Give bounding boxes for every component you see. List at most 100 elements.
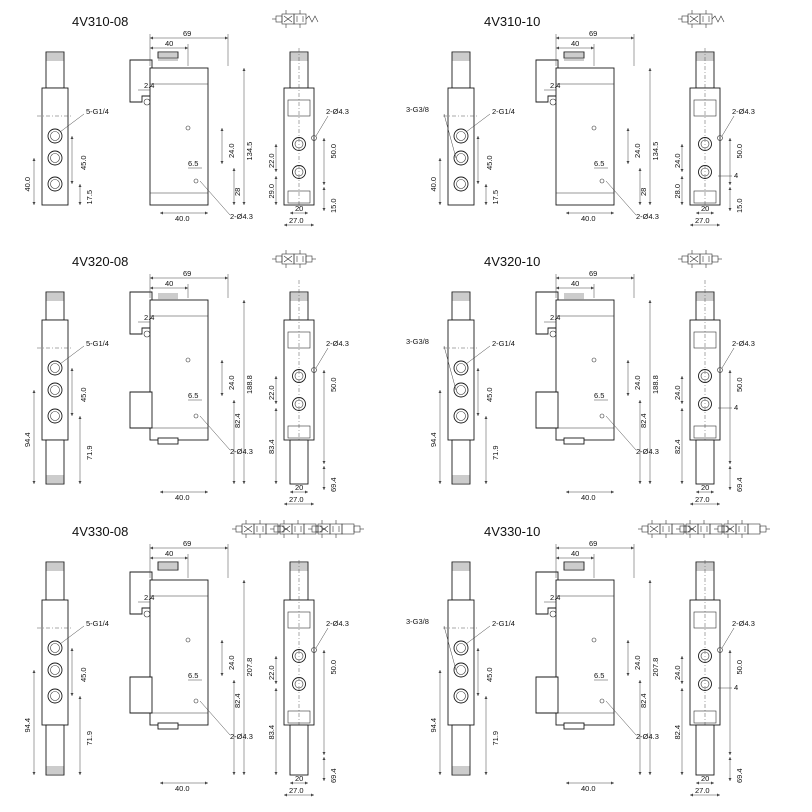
- dimension-label: 3-G3/8: [406, 105, 429, 114]
- dimension-label: 50.0: [329, 660, 338, 675]
- dimension-label: 2-G1/4: [492, 619, 515, 628]
- dimension-label: 2.4: [550, 593, 560, 602]
- port-circle: [47, 408, 63, 424]
- dimension-label: 45.0: [485, 667, 494, 682]
- dimension-label: 6.5: [594, 671, 604, 680]
- din-connector: [129, 391, 153, 429]
- port-circle: [453, 150, 469, 166]
- dimension-label: 69: [589, 29, 597, 38]
- dimension-label: 6.5: [594, 391, 604, 400]
- dimension-label: 2-Ø4.3: [326, 619, 349, 628]
- din-connector: [535, 59, 559, 103]
- mount-hole: [599, 698, 605, 704]
- port-circle: [453, 408, 469, 424]
- mount-hole: [193, 698, 199, 704]
- dimension-label: 40.0: [581, 784, 596, 793]
- dimension-label: 5-G1/4: [86, 619, 109, 628]
- dimension-label: 71.9: [491, 445, 500, 460]
- dimension-label: 4: [734, 683, 738, 692]
- dimension-label: 2-Ø4.3: [636, 732, 659, 741]
- pneumatic-valve-symbol-icon: [676, 520, 732, 538]
- dimension-label: 83.4: [267, 725, 276, 740]
- dimension-label: 40: [571, 39, 579, 48]
- dimension-label: 50.0: [735, 660, 744, 675]
- dimension-label: 82.4: [639, 693, 648, 708]
- dimension-label: 50.0: [735, 144, 744, 159]
- dimension-label: 27.0: [289, 216, 304, 225]
- solenoid-coil: [289, 439, 309, 485]
- dimension-label: 27.0: [695, 216, 710, 225]
- mount-hole: [591, 125, 597, 131]
- dimension-label: 2.4: [144, 593, 154, 602]
- dimension-label: 40: [571, 549, 579, 558]
- dimension-label: 28.0: [673, 184, 682, 199]
- pneumatic-valve-symbol-icon: [678, 10, 725, 28]
- dimension-label: 2.4: [550, 313, 560, 322]
- dimension-label: 4V330-08: [72, 524, 128, 539]
- dimension-label: 40: [165, 279, 173, 288]
- dimension-label: 29.0: [267, 184, 276, 199]
- dimension-label: 2-G1/4: [492, 339, 515, 348]
- din-connector: [535, 291, 559, 335]
- dimension-label: 20: [701, 204, 709, 213]
- dimension-label: 71.9: [85, 731, 94, 746]
- dimension-label: 71.9: [85, 445, 94, 460]
- dimension-label: 69: [183, 539, 191, 548]
- port-circle: [47, 360, 63, 376]
- dimension-label: 69.4: [735, 477, 744, 492]
- port-circle: [453, 360, 469, 376]
- mount-hole: [717, 135, 723, 141]
- dimension-label: 4V330-10: [484, 524, 540, 539]
- dimension-label: 24.0: [673, 153, 682, 168]
- panel-4v320-10: 4V320-102-G1/43-G3/845.094.471.9694040.0…: [406, 250, 755, 506]
- dimension-label: 5-G1/4: [86, 107, 109, 116]
- dimension-label: 83.4: [267, 439, 276, 454]
- dimension-label: 5-G1/4: [86, 339, 109, 348]
- dimension-label: 94.4: [429, 432, 438, 447]
- dimension-label: 71.9: [491, 731, 500, 746]
- dimension-label: 2-G1/4: [492, 107, 515, 116]
- dimension-label: 82.4: [233, 413, 242, 428]
- dimension-label: 82.4: [233, 693, 242, 708]
- solenoid-coil: [289, 724, 309, 776]
- dimension-label: 207.8: [651, 658, 660, 677]
- dimension-label: 22.0: [267, 385, 276, 400]
- dimension-label: 134.5: [245, 142, 254, 161]
- mount-hole: [591, 637, 597, 643]
- dimension-label: 40.0: [581, 214, 596, 223]
- dimension-label: 22.0: [267, 153, 276, 168]
- pneumatic-valve-symbol-icon: [714, 520, 770, 538]
- dimension-label: 24.0: [633, 143, 642, 158]
- valve-body-side: [447, 87, 475, 206]
- mount-hole: [599, 413, 605, 419]
- dimension-label: 69: [589, 539, 597, 548]
- port-circle: [47, 150, 63, 166]
- dimension-label: 28: [233, 188, 242, 196]
- dimension-label: 27.0: [289, 495, 304, 504]
- mount-hole: [185, 125, 191, 131]
- dimension-label: 27.0: [695, 495, 710, 504]
- pneumatic-valve-symbol-icon: [232, 520, 288, 538]
- dimension-label: 6.5: [594, 159, 604, 168]
- mount-hole: [311, 647, 317, 653]
- dimension-label: 94.4: [23, 718, 32, 733]
- mount-hole: [717, 367, 723, 373]
- valve-body-side: [447, 599, 475, 726]
- solenoid-coil: [695, 439, 715, 485]
- solenoid-coil: [695, 724, 715, 776]
- dimension-label: 6.5: [188, 391, 198, 400]
- dimension-label: 2-Ø4.3: [230, 732, 253, 741]
- pneumatic-valve-symbol-icon: [272, 250, 316, 268]
- dimension-label: 20: [295, 774, 303, 783]
- dimension-label: 40.0: [429, 177, 438, 192]
- dimension-label: 24.0: [227, 655, 236, 670]
- dimension-label: 3-G3/8: [406, 617, 429, 626]
- dimension-label: 40.0: [581, 493, 596, 502]
- dimension-label: 24.0: [227, 143, 236, 158]
- dimension-label: 50.0: [329, 377, 338, 392]
- dimension-label: 2-Ø4.3: [732, 619, 755, 628]
- mount-hole: [311, 135, 317, 141]
- dimension-label: 45.0: [485, 155, 494, 170]
- dimension-label: 40.0: [175, 784, 190, 793]
- port-circle: [453, 382, 469, 398]
